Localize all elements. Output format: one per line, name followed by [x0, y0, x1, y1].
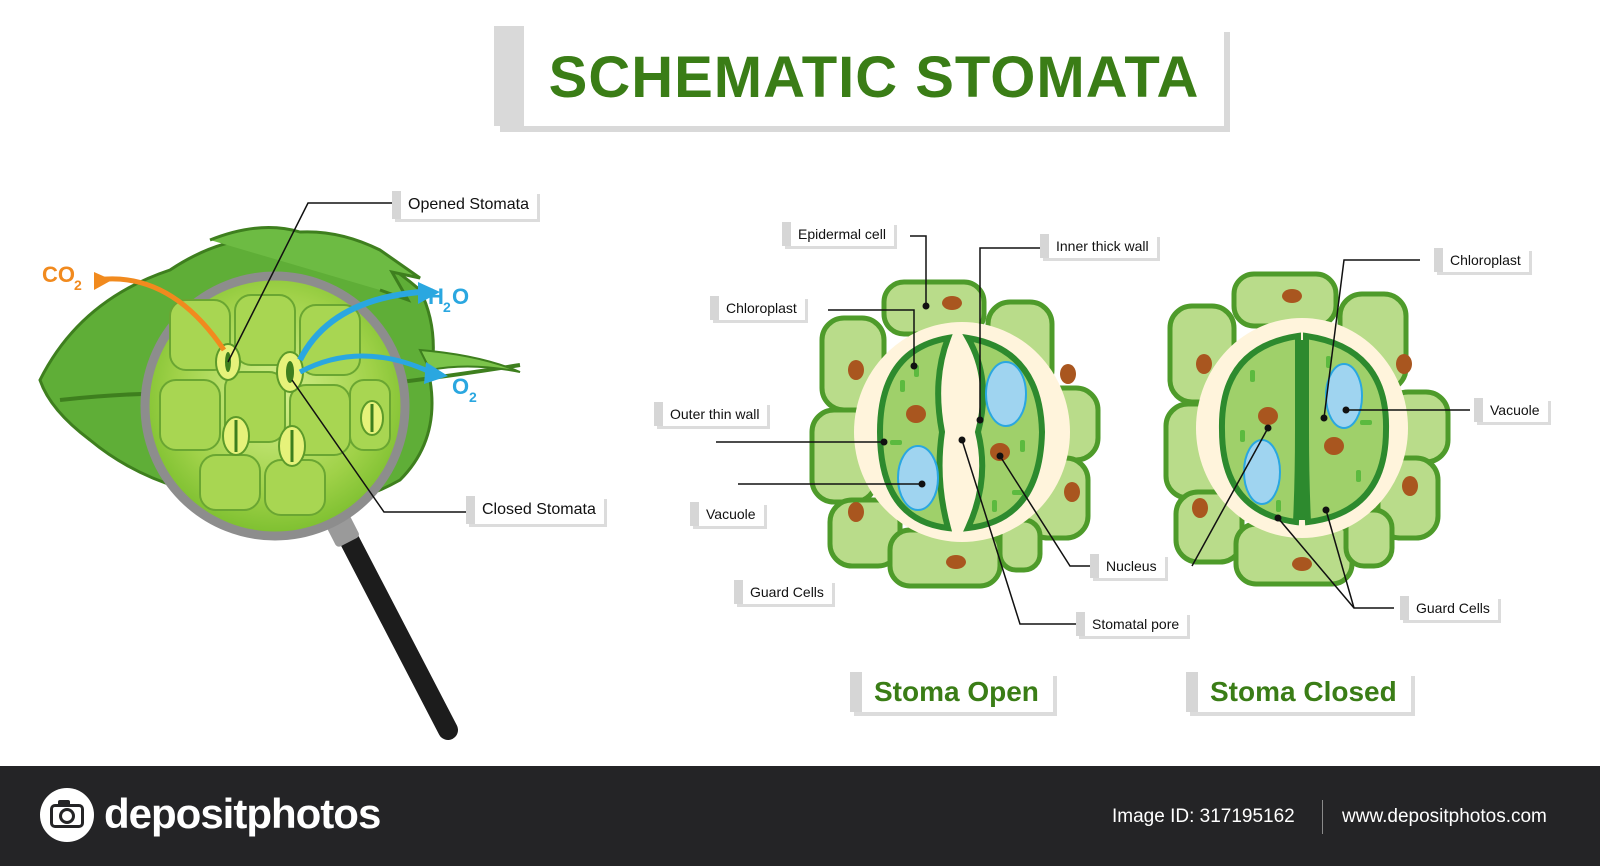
label-vacuole-closed: Vacuole — [1474, 398, 1548, 422]
o2-subscript: 2 — [469, 389, 477, 405]
label-closed-stomata: Closed Stomata — [466, 496, 604, 524]
label-chloroplast-open: Chloroplast — [710, 296, 805, 320]
camera-logo-icon — [40, 788, 94, 842]
h2o-o-label: O — [452, 284, 469, 309]
label-inner-thick-wall: Inner thick wall — [1040, 234, 1157, 258]
page-title: SCHEMATIC STOMATA — [548, 45, 1200, 110]
footer-divider — [1322, 800, 1323, 834]
stoma-closed-leader-lines — [1191, 259, 1470, 609]
stoma-open-leader-dots — [880, 302, 1004, 488]
label-outer-thin-wall: Outer thin wall — [654, 402, 768, 426]
footer-bar: depositphotos Image ID: 317195162 www.de… — [0, 766, 1600, 866]
label-nucleus: Nucleus — [1090, 554, 1165, 578]
image-id: Image ID: 317195162 — [1112, 806, 1295, 827]
stoma-closed-leader-dots — [1264, 406, 1350, 522]
label-opened-stomata: Opened Stomata — [392, 191, 537, 219]
website-url: www.depositphotos.com — [1342, 806, 1547, 827]
gas-arrows — [94, 272, 448, 384]
illustration: CO 2 H 2 O O 2 — [38, 202, 1470, 740]
label-guard-cells-open: Guard Cells — [734, 580, 832, 604]
label-epidermal-cell: Epidermal cell — [782, 222, 894, 246]
title-box: SCHEMATIC STOMATA — [494, 26, 1224, 126]
caption-stoma-closed: Stoma Closed — [1186, 672, 1411, 712]
magnifying-glass — [140, 271, 458, 740]
brand-name: depositphotos — [104, 790, 381, 837]
h2o-subscript: 2 — [443, 299, 451, 315]
leaf-leader-lines — [227, 202, 466, 513]
co2-subscript: 2 — [74, 277, 82, 293]
label-vacuole-open: Vacuole — [690, 502, 764, 526]
caption-stoma-open: Stoma Open — [850, 672, 1053, 712]
closed-stomata-marks — [222, 400, 384, 467]
co2-label: CO — [42, 262, 75, 287]
label-guard-cells-closed: Guard Cells — [1400, 596, 1498, 620]
o2-label: O — [452, 374, 469, 399]
h2o-h-label: H — [428, 284, 444, 309]
stoma-open-leader-lines — [716, 235, 1092, 625]
label-stomatal-pore: Stomatal pore — [1076, 612, 1188, 636]
label-chloroplast-closed: Chloroplast — [1434, 248, 1529, 272]
stoma-open-illustration — [809, 279, 1101, 589]
opened-stomata-marks — [215, 343, 304, 393]
